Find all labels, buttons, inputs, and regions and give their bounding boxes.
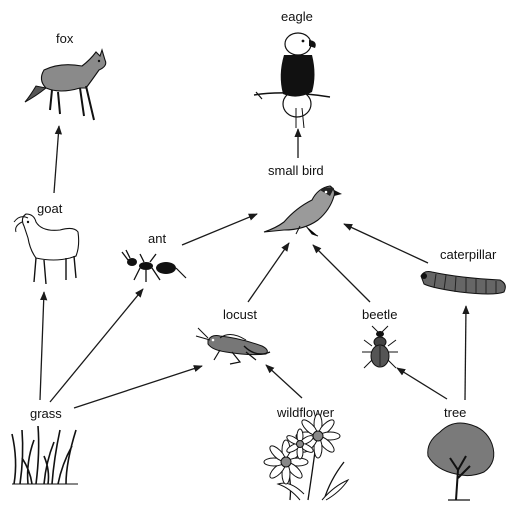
tree-icon [427,422,495,501]
wildflower-icon [263,413,350,501]
arrow-goat-to-fox [53,125,63,194]
goat-icon [13,213,80,285]
small-bird-node: small bird [263,163,342,237]
eagle-node: eagle [253,9,331,129]
arrow-locust-to-small-bird [247,242,290,303]
ant-node: ant [121,231,187,282]
caterpillar-label: caterpillar [440,247,497,262]
wildflower-node: wildflower [263,405,350,501]
locust-icon [195,327,271,365]
goat-node: goat [13,201,80,285]
fox-node: fox [24,31,107,121]
locust-node: locust [195,307,271,365]
fox-icon [24,48,107,121]
arrow-ant-to-small-bird [181,213,258,246]
grass-icon [11,425,78,485]
eagle-label: eagle [281,9,313,24]
arrow-beetle-to-small-bird [312,244,371,303]
small-bird-label: small bird [268,163,324,178]
goat-label: goat [37,201,63,216]
arrow-caterpillar-to-small-bird [343,223,429,264]
caterpillar-icon [420,271,506,295]
grass-node: grass [11,406,78,485]
arrow-tree-to-caterpillar [462,305,470,401]
tree-node: tree [427,405,495,501]
beetle-node: beetle [362,307,398,369]
arrow-grass-to-locust [73,365,203,409]
arrow-grass-to-goat [39,291,48,401]
caterpillar-node: caterpillar [420,247,506,295]
ant-label: ant [148,231,166,246]
feeding-arrows [39,125,470,409]
arrow-wildflower-to-locust [265,364,303,399]
fox-label: fox [56,31,74,46]
grass-label: grass [30,406,62,421]
beetle-label: beetle [362,307,397,322]
arrow-grass-to-ant [49,288,144,403]
arrow-tree-to-beetle [396,367,448,400]
beetle-icon [362,325,398,369]
ant-icon [121,249,187,282]
wildflower-label: wildflower [276,405,335,420]
locust-label: locust [223,307,257,322]
small-bird-icon [263,185,342,237]
eagle-icon [253,32,331,129]
tree-label: tree [444,405,466,420]
